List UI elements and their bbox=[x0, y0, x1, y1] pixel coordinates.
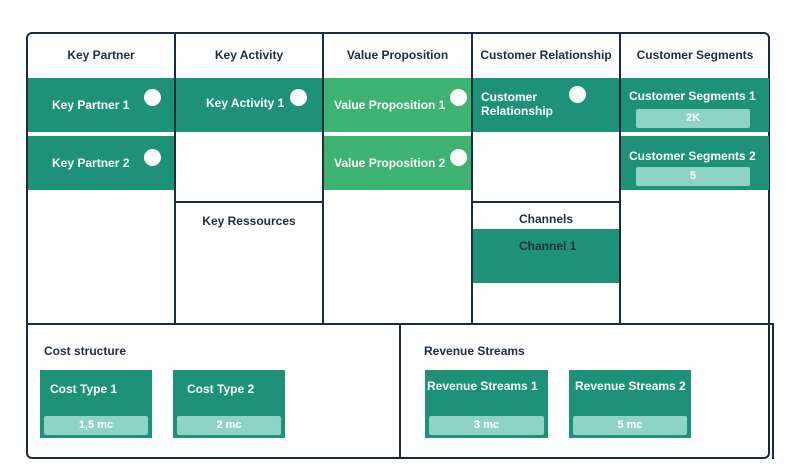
card-label: Customer Segments 2 bbox=[629, 149, 756, 163]
card-label: Cost Type 1 bbox=[50, 382, 118, 396]
key-activity-header: Key Activity bbox=[214, 48, 284, 62]
value-badge: 2 mc bbox=[177, 416, 281, 435]
card-label: Value Proposition 1 bbox=[334, 98, 446, 112]
status-dot-icon bbox=[290, 89, 307, 106]
column-divider bbox=[322, 33, 324, 325]
card-label: Revenue Streams 1 bbox=[427, 379, 538, 393]
key-partner-card[interactable]: Key Partner 2 bbox=[28, 136, 174, 190]
column-divider bbox=[619, 33, 621, 325]
customer-relationship-header: Customer Relationship bbox=[480, 48, 612, 62]
card-label: Revenue Streams 2 bbox=[575, 379, 686, 393]
cost-type-card[interactable]: Cost Type 1 1,5 mc bbox=[40, 370, 152, 438]
status-dot-icon bbox=[450, 149, 467, 166]
revenue-stream-card[interactable]: Revenue Streams 2 5 mc bbox=[569, 370, 691, 438]
key-partner-header: Key Partner bbox=[67, 48, 135, 62]
key-activity-divider bbox=[174, 201, 324, 203]
customer-relationship-divider bbox=[471, 201, 621, 203]
card-label: Cost Type 2 bbox=[187, 382, 255, 396]
column-divider bbox=[471, 33, 473, 325]
status-dot-icon bbox=[450, 89, 467, 106]
canvas-frame bbox=[26, 32, 770, 459]
customer-relationship-card[interactable]: Customer Relationship bbox=[473, 78, 619, 132]
key-partner-card[interactable]: Key Partner 1 bbox=[28, 78, 174, 132]
revenue-streams-title: Revenue Streams bbox=[424, 344, 525, 358]
value-badge: 5 mc bbox=[573, 416, 687, 435]
card-label: Customer Relationship bbox=[481, 90, 554, 118]
status-dot-icon bbox=[144, 89, 161, 106]
value-badge: 1,5 mc bbox=[44, 416, 148, 435]
cost-structure-title: Cost structure bbox=[44, 344, 127, 358]
bottom-right-edge bbox=[772, 323, 774, 459]
value-proposition-card[interactable]: Value Proposition 1 bbox=[324, 78, 471, 132]
column-divider bbox=[174, 33, 176, 325]
key-resources-header: Key Ressources bbox=[202, 214, 296, 228]
channels-header: Channels bbox=[518, 212, 573, 226]
value-proposition-header: Value Proposition bbox=[346, 48, 449, 62]
customer-segments-header: Customer Segments bbox=[636, 48, 754, 62]
value-badge: 2K bbox=[636, 109, 750, 128]
value-proposition-card[interactable]: Value Proposition 2 bbox=[324, 136, 471, 190]
cost-type-card[interactable]: Cost Type 2 2 mc bbox=[173, 370, 285, 438]
value-badge: 5 bbox=[636, 167, 750, 186]
value-badge: 3 mc bbox=[429, 416, 544, 435]
status-dot-icon bbox=[569, 86, 586, 103]
card-label: Key Partner 2 bbox=[52, 156, 130, 170]
card-label: Value Proposition 2 bbox=[334, 156, 446, 170]
key-activity-card[interactable]: Key Activity 1 bbox=[176, 78, 322, 132]
revenue-stream-card[interactable]: Revenue Streams 1 3 mc bbox=[425, 370, 548, 438]
status-dot-icon bbox=[144, 149, 161, 166]
card-label: Key Partner 1 bbox=[52, 98, 130, 112]
customer-segments-card[interactable]: Customer Segments 2 5 bbox=[621, 136, 769, 190]
bottom-divider bbox=[399, 323, 401, 459]
card-label: Customer Segments 1 bbox=[629, 89, 756, 103]
card-label: Channel 1 bbox=[519, 239, 577, 253]
customer-segments-card[interactable]: Customer Segments 1 2K bbox=[621, 78, 769, 132]
card-label: Key Activity 1 bbox=[206, 96, 285, 110]
channel-card[interactable]: Channel 1 bbox=[473, 229, 619, 283]
